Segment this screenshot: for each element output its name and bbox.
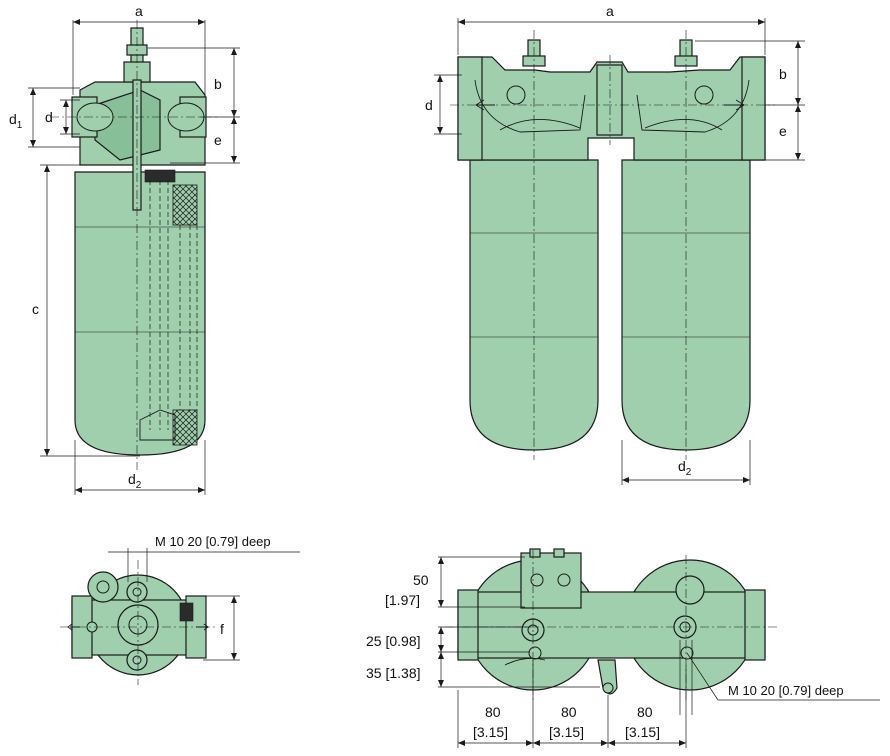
dim-d2-duplex-subscript: 2: [686, 467, 692, 478]
dim-d-label: d: [45, 109, 53, 125]
dim-b-label: b: [214, 76, 222, 92]
height-25: 25 [0.98]: [366, 633, 421, 649]
spacing-3-mm: 80: [637, 704, 653, 720]
dim-d2-subscript: 2: [136, 480, 142, 491]
dim-e-label: e: [214, 132, 222, 148]
dim-c-label: c: [32, 301, 39, 317]
dim-b-duplex-label: b: [779, 66, 787, 82]
single-filter-front-view: a b e d d1 c d2: [9, 3, 240, 495]
single-filter-top-view: M 10 20 [0.79] deep f: [60, 534, 300, 685]
height-50-mm: 50: [413, 572, 429, 588]
thread-note-single: M 10 20 [0.79] deep: [155, 534, 271, 549]
spacing-1-in: [3.15]: [473, 724, 508, 740]
spacing-1-mm: 80: [485, 704, 501, 720]
spacing-2-mm: 80: [561, 704, 577, 720]
thread-note-duplex: M 10 20 [0.79] deep: [728, 683, 844, 698]
dim-a-label: a: [135, 3, 143, 19]
dim-d1-subscript: 1: [17, 120, 23, 131]
dim-d-duplex-label: d: [425, 97, 433, 113]
height-35: 35 [1.38]: [366, 665, 421, 681]
spacing-3-in: [3.15]: [625, 724, 660, 740]
dim-d2-duplex-label: d2: [678, 458, 692, 478]
duplex-filter-front-view: a b e d d2: [425, 3, 805, 485]
dim-e-duplex-label: e: [779, 123, 787, 139]
duplex-filter-top-view: 50 [1.97] 25 [0.98] 35 [1.38] 80 [3.15] …: [366, 548, 880, 748]
height-50-in: [1.97]: [385, 592, 420, 608]
dim-f-label: f: [220, 621, 224, 637]
dim-d2-label: d2: [128, 471, 142, 491]
spacing-2-in: [3.15]: [549, 724, 584, 740]
dim-d1-label: d1: [9, 111, 23, 131]
dim-a-duplex-label: a: [606, 3, 614, 19]
